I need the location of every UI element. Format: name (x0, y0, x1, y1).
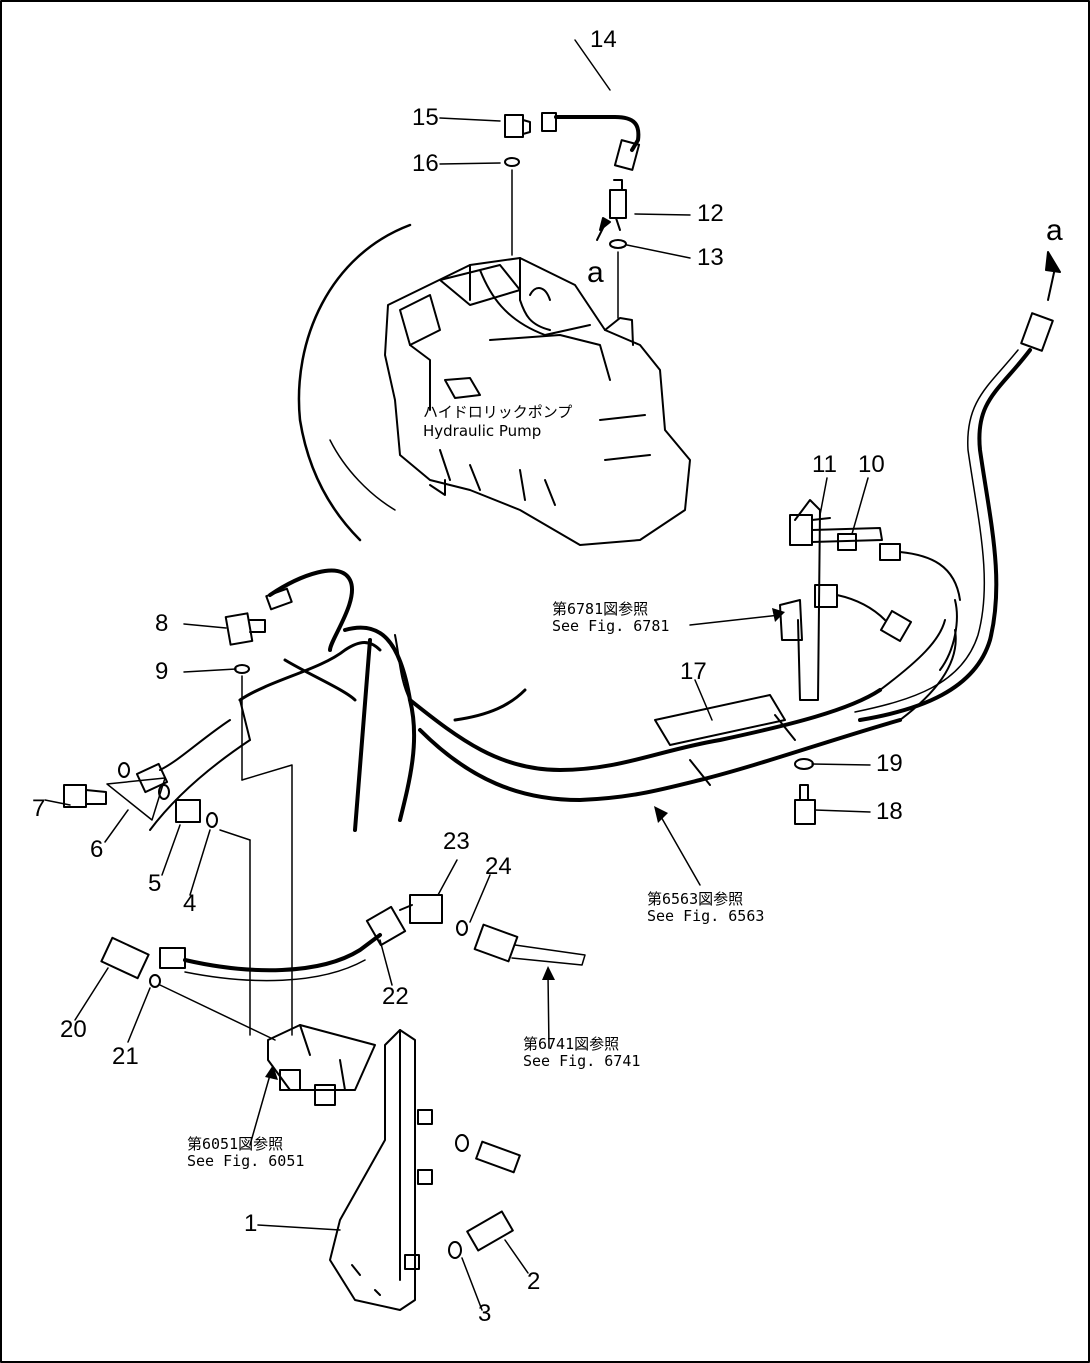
label-24: 24 (485, 853, 512, 880)
connector-23 (409, 894, 443, 924)
label-14: 14 (590, 26, 617, 53)
label-11: 11 (812, 451, 837, 478)
label-21: 21 (112, 1043, 139, 1070)
ref-fig-6741: 第6741図参照 See Fig. 6741 (523, 1036, 640, 1070)
label-23: 23 (443, 828, 470, 855)
left-tubes (149, 568, 527, 832)
label-4: 4 (183, 890, 197, 917)
label-16: 16 (412, 150, 439, 177)
left-fittings (63, 612, 293, 1036)
label-3: 3 (478, 1300, 492, 1327)
washer-3 (448, 1241, 462, 1259)
hose-end-14a (541, 112, 557, 132)
elbow-8 (224, 612, 254, 646)
o-ring-21 (149, 974, 161, 988)
arrow-a-left (599, 217, 611, 231)
mount-bracket (267, 1024, 521, 1311)
pump-fittings (504, 112, 641, 319)
label-5: 5 (148, 870, 162, 897)
marker-a-right: a (1046, 214, 1063, 247)
hydraulic-pump (297, 223, 691, 546)
leader-arrowheads (265, 608, 785, 1080)
bolt-2 (466, 1210, 514, 1252)
hose-end-22 (365, 905, 407, 947)
label-12: 12 (697, 200, 724, 227)
ref-fig-6563: 第6563図参照 See Fig. 6563 (647, 891, 764, 925)
ref-6781-en: See Fig. 6781 (552, 617, 670, 635)
o-ring-24 (456, 920, 468, 936)
hose-end-14b (613, 139, 641, 171)
washer-6a (118, 762, 130, 778)
label-18: 18 (876, 798, 903, 825)
label-7: 7 (32, 795, 46, 822)
hose-to-a (854, 251, 1061, 722)
fitting-20 (100, 936, 150, 980)
fitting-right (879, 543, 901, 561)
pump-caption-en: Hydraulic Pump (423, 422, 542, 440)
washer-19 (794, 758, 814, 770)
label-8: 8 (155, 610, 169, 637)
ref-fig-6051: 第6051図参照 See Fig. 6051 (187, 1136, 304, 1170)
label-1: 1 (244, 1210, 258, 1237)
label-22: 22 (382, 983, 409, 1010)
pump-caption: ハイドロリックポンプ Hydraulic Pump (423, 403, 572, 441)
ref-6563-jp: 第6563図参照 (647, 890, 744, 908)
pump-caption-jp: ハイドロリックポンプ (423, 403, 573, 421)
label-13: 13 (697, 244, 724, 271)
ref-6781-jp: 第6781図参照 (552, 600, 649, 618)
ref-6051-en: See Fig. 6051 (187, 1152, 305, 1170)
o-ring-4 (206, 812, 218, 828)
ref-6741-jp: 第6741図参照 (523, 1035, 620, 1053)
label-2: 2 (527, 1268, 541, 1295)
connector-12 (609, 189, 627, 219)
ref-fig-6781: 第6781図参照 See Fig. 6781 (552, 601, 669, 635)
bolt-7 (63, 784, 87, 808)
valve-bracket (779, 499, 961, 701)
o-ring-13 (609, 239, 627, 249)
elbow-15 (504, 114, 524, 138)
lower-hose (100, 894, 586, 1041)
tag-17 (654, 694, 786, 746)
bolt-18 (794, 799, 816, 825)
hose-end-right (1020, 312, 1054, 352)
bolt-18-group (794, 758, 816, 825)
ref-6741-en: See Fig. 6741 (523, 1052, 641, 1070)
label-10: 10 (858, 451, 885, 478)
o-ring-9 (234, 664, 250, 674)
label-6: 6 (90, 836, 104, 863)
o-ring-16 (504, 157, 520, 167)
ref-6563-en: See Fig. 6563 (647, 907, 765, 925)
label-9: 9 (155, 658, 169, 685)
leader-lines (44, 39, 871, 1311)
label-19: 19 (876, 750, 903, 777)
washer-6b (158, 784, 170, 800)
label-15: 15 (412, 104, 439, 131)
fitting-10 (837, 533, 857, 551)
adapter-5 (175, 799, 201, 823)
marker-a-left: a (587, 256, 604, 289)
label-20: 20 (60, 1016, 87, 1043)
label-17: 17 (680, 658, 707, 685)
harness-17 (408, 599, 958, 802)
elbow-11 (789, 514, 813, 546)
ref-6051-jp: 第6051図参照 (187, 1135, 284, 1153)
